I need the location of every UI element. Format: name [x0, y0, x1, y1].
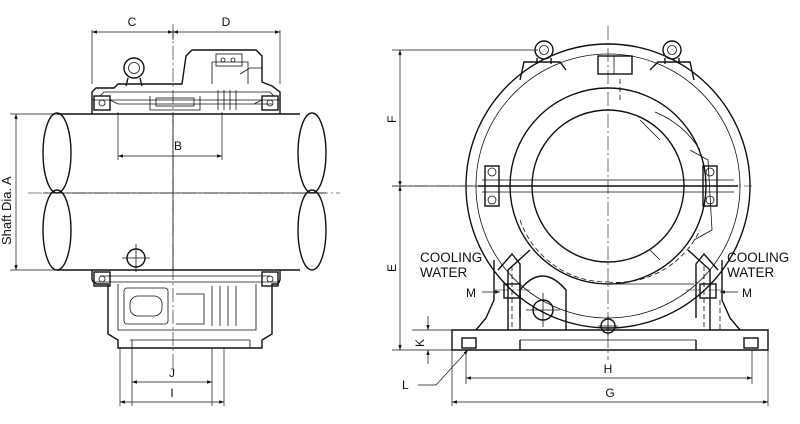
dim-k-label: K — [413, 339, 427, 347]
dim-m-right-label: M — [742, 286, 752, 300]
front-view: F E K L H G M M COOLING WATER COOLING WA… — [385, 26, 789, 406]
dim-f-label: F — [385, 116, 399, 123]
shaft — [42, 112, 327, 271]
dim-shaft-dia-label: Shaft Dia. A — [0, 176, 14, 245]
dim-e-label: E — [385, 264, 399, 272]
dim-m-left-label: M — [466, 286, 476, 300]
dim-h-label: H — [604, 362, 613, 376]
side-view: C D B Shaft Dia. A J I — [0, 15, 340, 406]
dim-j-label: J — [169, 366, 175, 380]
pedestal-front — [451, 249, 769, 351]
dim-b-label: B — [174, 139, 182, 153]
housing-base-side — [91, 244, 281, 349]
dim-l-label: L — [402, 378, 409, 392]
cooling-water-left-line1: COOLING — [420, 250, 482, 265]
housing-cap-side — [91, 49, 281, 114]
cooling-water-left-line2: WATER — [420, 265, 467, 280]
dim-g-label: G — [605, 386, 614, 400]
cooling-water-right-line2: WATER — [727, 265, 774, 280]
dim-i-label: I — [170, 386, 173, 400]
dim-d-label: D — [222, 15, 231, 29]
cooling-water-right-line1: COOLING — [727, 250, 789, 265]
dim-c-label: C — [128, 15, 137, 29]
